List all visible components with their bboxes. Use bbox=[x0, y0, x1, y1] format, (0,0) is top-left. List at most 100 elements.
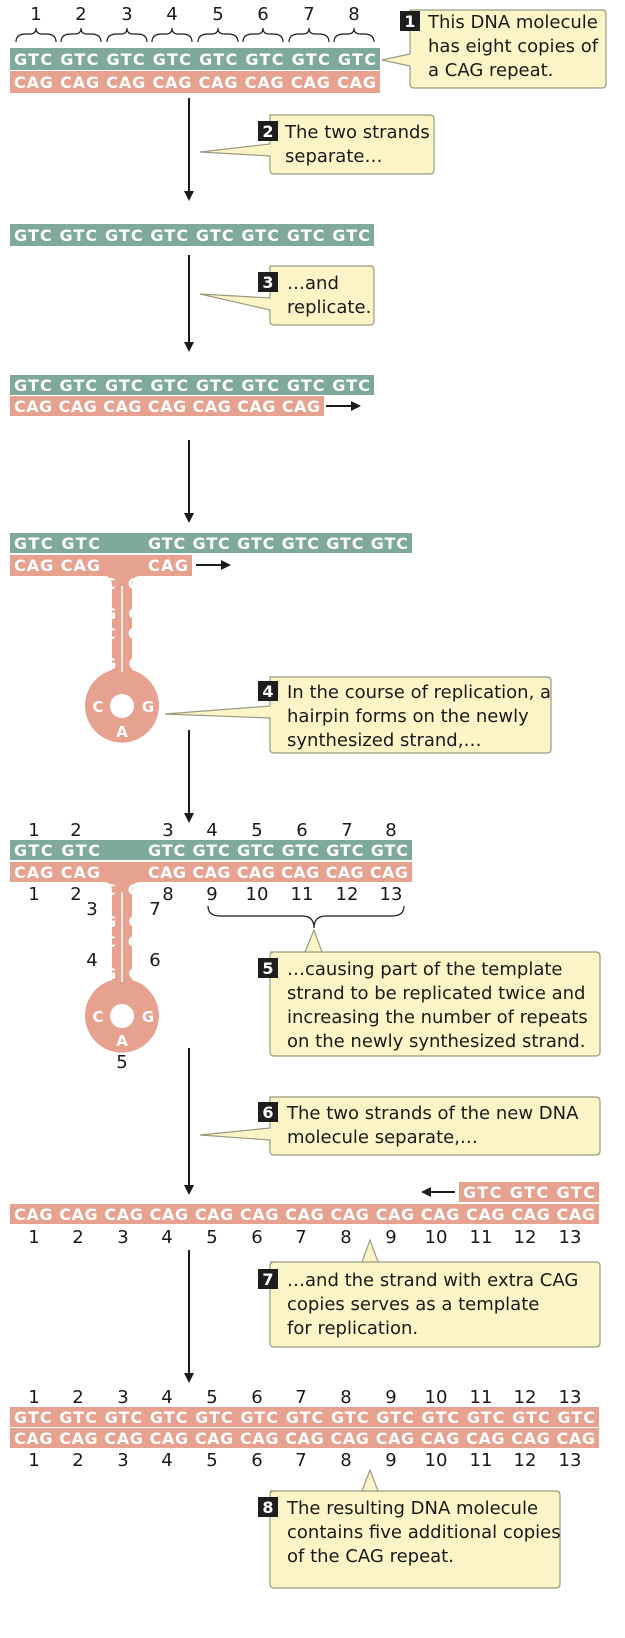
new-strand-fragment-sequence: GTC GTC GTC bbox=[463, 1183, 595, 1202]
svg-text:4: 4 bbox=[161, 1450, 172, 1471]
svg-text:13: 13 bbox=[380, 884, 403, 905]
svg-text:G: G bbox=[128, 625, 140, 643]
svg-text:separate…: separate… bbox=[285, 146, 382, 167]
new-strand-sequence-right: CAG CAG CAG CAG CAG CAG bbox=[148, 863, 408, 882]
svg-text:9: 9 bbox=[385, 1387, 396, 1408]
svg-text:…causing part of the template: …causing part of the template bbox=[287, 959, 563, 980]
template-strand-sequence: GTC GTC GTC GTC GTC GTC GTC GTC bbox=[14, 376, 370, 395]
repeat-numbers-bottom: 1 2 3 4 5 6 7 8 9 10 11 12 13 bbox=[28, 1227, 581, 1248]
svg-text:G: G bbox=[128, 575, 140, 593]
expanded-cag-strand-sequence: CAG CAG CAG CAG CAG CAG CAG CAG CAG CAG … bbox=[14, 1205, 595, 1224]
svg-text:A: A bbox=[132, 897, 144, 915]
hairpin-right-arm-letters: G A C G A C bbox=[128, 881, 144, 983]
svg-text:3: 3 bbox=[117, 1387, 128, 1408]
svg-text:12: 12 bbox=[336, 884, 359, 905]
svg-text:7: 7 bbox=[149, 899, 160, 920]
svg-text:6: 6 bbox=[149, 950, 160, 971]
svg-text:increasing the number of repea: increasing the number of repeats bbox=[287, 1007, 588, 1028]
svg-text:C: C bbox=[104, 575, 115, 593]
repeat-number: 8 bbox=[348, 4, 359, 25]
svg-text:1: 1 bbox=[28, 1387, 39, 1408]
svg-text:2: 2 bbox=[72, 1387, 83, 1408]
new-strand-sequence-left: CAG CAG bbox=[14, 556, 100, 575]
repeat-number: 7 bbox=[303, 4, 314, 25]
callout-8: 8 The resulting DNA molecule contains fi… bbox=[258, 1468, 561, 1589]
svg-text:A: A bbox=[132, 640, 144, 658]
hairpin-loop-letter-bottom: A bbox=[116, 723, 128, 741]
svg-text:molecule separate,…: molecule separate,… bbox=[287, 1127, 478, 1148]
svg-text:C: C bbox=[104, 881, 115, 899]
stage-3-replicating: GTC GTC GTC GTC GTC GTC GTC GTC CAG CAG … bbox=[10, 375, 374, 416]
step-badge bbox=[258, 272, 278, 292]
repeat-number: 1 bbox=[30, 4, 41, 25]
svg-text:of the CAG repeat.: of the CAG repeat. bbox=[287, 1546, 454, 1567]
svg-text:This DNA molecule: This DNA molecule bbox=[427, 12, 598, 33]
repeat-numbers-bottom: 1 2 3 4 5 6 7 8 9 10 11 12 13 bbox=[28, 1450, 581, 1471]
svg-text:C: C bbox=[128, 965, 139, 983]
extra-repeats-brace bbox=[207, 905, 405, 929]
svg-text:6: 6 bbox=[251, 1450, 262, 1471]
svg-text:8: 8 bbox=[162, 884, 173, 905]
template-strand-sequence-left: GTC GTC bbox=[14, 534, 100, 553]
stage-5-extended-strand: 1 2 3 4 5 6 7 8 GTC GTC GTC GTC GTC GTC … bbox=[10, 820, 412, 1073]
template-strand-sequence-right: GTC GTC GTC GTC GTC GTC bbox=[148, 841, 408, 860]
complementary-strand-sequence: CAG CAG CAG CAG CAG CAG CAG CAG bbox=[14, 73, 376, 92]
svg-text:The resulting DNA molecule: The resulting DNA molecule bbox=[286, 1498, 538, 1519]
svg-text:…and: …and bbox=[287, 273, 339, 294]
svg-text:11: 11 bbox=[470, 1227, 493, 1248]
callout-4: 4 In the course of replication, a hairpi… bbox=[164, 676, 552, 754]
svg-text:9: 9 bbox=[206, 884, 217, 905]
svg-text:4: 4 bbox=[86, 950, 97, 971]
svg-text:A: A bbox=[132, 949, 144, 967]
repeat-number: 6 bbox=[257, 4, 268, 25]
template-strand-bar bbox=[10, 840, 412, 860]
new-strand-sequence: CAG CAG CAG CAG CAG CAG CAG bbox=[14, 397, 320, 416]
svg-text:has eight copies of: has eight copies of bbox=[428, 36, 599, 57]
template-strand-bar bbox=[10, 224, 374, 246]
svg-text:2: 2 bbox=[72, 1450, 83, 1471]
svg-text:5: 5 bbox=[251, 820, 262, 841]
svg-text:7: 7 bbox=[262, 1270, 273, 1289]
svg-text:6: 6 bbox=[262, 1103, 273, 1122]
hairpin-loop bbox=[10, 862, 412, 1053]
svg-text:1: 1 bbox=[28, 820, 39, 841]
svg-text:11: 11 bbox=[470, 1450, 493, 1471]
svg-text:13: 13 bbox=[559, 1387, 582, 1408]
svg-text:5: 5 bbox=[206, 1450, 217, 1471]
svg-text:8: 8 bbox=[340, 1227, 351, 1248]
new-gtc-strand-bar bbox=[10, 1407, 599, 1427]
svg-text:10: 10 bbox=[425, 1450, 448, 1471]
repeat-number: 5 bbox=[212, 4, 223, 25]
hairpin-loop-letter-bottom: A bbox=[116, 1032, 128, 1050]
step-badge bbox=[258, 1269, 278, 1289]
svg-text:A: A bbox=[100, 640, 112, 658]
hairpin-repeat-numbers: 3 7 8 4 6 5 bbox=[86, 884, 173, 1073]
repeat-numbers-top: 1 2 3 4 5 6 7 8 9 10 11 12 13 bbox=[28, 1387, 581, 1408]
svg-text:1: 1 bbox=[404, 12, 415, 31]
svg-text:The two strands: The two strands bbox=[284, 122, 430, 143]
svg-text:5: 5 bbox=[262, 959, 273, 978]
svg-text:hairpin forms on the newly: hairpin forms on the newly bbox=[287, 706, 529, 727]
svg-text:8: 8 bbox=[340, 1450, 351, 1471]
complementary-strand-bar bbox=[10, 71, 380, 93]
svg-text:4: 4 bbox=[262, 682, 273, 701]
new-strand-bar bbox=[10, 396, 324, 416]
svg-text:contains five additional copie: contains five additional copies bbox=[287, 1522, 561, 1543]
svg-text:6: 6 bbox=[296, 820, 307, 841]
svg-text:13: 13 bbox=[559, 1227, 582, 1248]
svg-text:2: 2 bbox=[70, 884, 81, 905]
hairpin-loop-letter-right: G bbox=[142, 698, 154, 716]
callout-6: 6 The two strands of the new DNA molecul… bbox=[199, 1096, 601, 1156]
svg-text:2: 2 bbox=[72, 1227, 83, 1248]
svg-text:C: C bbox=[104, 933, 115, 951]
svg-text:C: C bbox=[128, 655, 139, 673]
svg-text:A: A bbox=[100, 590, 112, 608]
template-strand-bar bbox=[10, 48, 380, 70]
svg-text:G: G bbox=[104, 913, 116, 931]
svg-text:G: G bbox=[128, 881, 140, 899]
svg-text:A: A bbox=[100, 897, 112, 915]
hairpin-loop-letter-right: G bbox=[142, 1008, 154, 1026]
svg-text:C: C bbox=[128, 605, 139, 623]
template-strand-sequence-right: GTC GTC GTC GTC GTC GTC bbox=[148, 534, 408, 553]
repeat-number: 3 bbox=[121, 4, 132, 25]
